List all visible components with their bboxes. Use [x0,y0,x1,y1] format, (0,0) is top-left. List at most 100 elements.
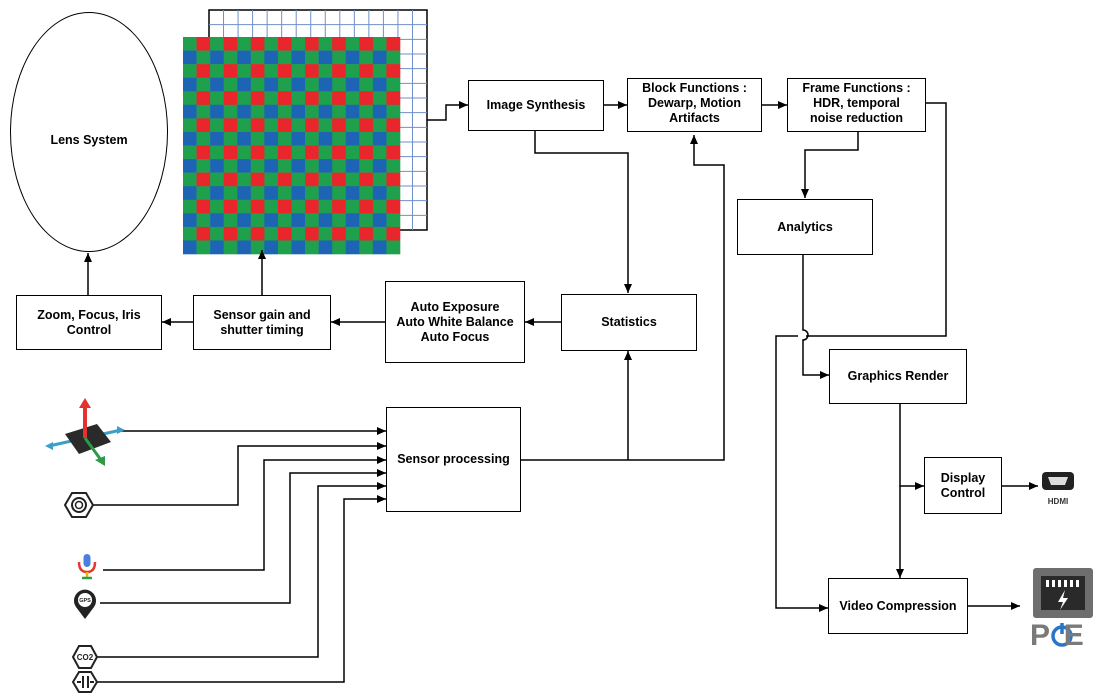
bayer-cell [223,172,238,187]
bayer-cell [332,172,347,187]
bayer-cell [332,145,347,160]
bayer-cell [386,172,401,187]
bayer-cell [305,131,319,146]
bayer-cell [196,172,211,187]
bayer-cell [250,104,265,119]
bayer-cell [277,186,292,201]
bayer-cell [386,131,401,146]
bayer-cell [318,145,333,160]
bayer-cell [291,118,306,133]
bayer-cell [196,104,211,119]
bayer-cell [277,226,292,241]
bayer-cell [223,37,238,51]
bayer-cell [264,145,279,160]
bayer-cell [359,213,374,228]
bayer-cell [210,50,224,65]
bayer-cell [332,240,347,255]
bayer-cell [372,226,387,241]
bayer-cell [277,104,292,119]
sensor-gain-node: Sensor gain and shutter timing [193,295,331,350]
ethernet-port-icon [1033,568,1093,618]
bayer-cell [386,50,401,65]
bayer-cell [183,145,197,160]
bayer-cell [372,50,387,65]
bayer-cell [264,77,279,92]
bayer-cell [223,64,238,78]
bayer-cell [332,37,347,51]
bayer-cell [305,213,319,228]
bayer-cell [291,91,306,106]
bayer-cell [359,172,374,187]
bayer-cell [359,37,374,51]
bayer-cell [332,77,347,92]
bayer-cell [359,240,374,255]
bayer-cell [332,213,347,228]
bayer-cell [277,77,292,92]
sensor-processing-node: Sensor processing [386,407,521,512]
arrow-sensor-to-synthesis [427,101,468,121]
bayer-cell [183,186,197,201]
bayer-cell [332,118,347,133]
bayer-cell [359,159,374,173]
bayer-cell [318,131,333,146]
bayer-cell [223,50,238,65]
frame-functions-node: Frame Functions : HDR, temporal noise re… [787,78,926,132]
line-processing-out [521,135,725,461]
bayer-cell [345,186,360,201]
bayer-cell [359,104,374,119]
bayer-cell [237,199,252,214]
bayer-cell [237,64,252,78]
bayer-cell [332,199,347,214]
bayer-cell [264,50,279,65]
bayer-cell [318,64,333,78]
bayer-cell [291,77,306,92]
bayer-cell [318,91,333,106]
bayer-cell [223,104,238,119]
bayer-cell [250,226,265,241]
bayer-cell [345,91,360,106]
bayer-cell [359,131,374,146]
bayer-cell [210,213,224,228]
bayer-cell [277,37,292,51]
bayer-cell [183,118,197,133]
video-compression-node: Video Compression [828,578,968,634]
bayer-cell [359,145,374,160]
bayer-cell [305,118,319,133]
bayer-cell [277,131,292,146]
bayer-cell [277,213,292,228]
bayer-cell [210,186,224,201]
bayer-cell [264,118,279,133]
bayer-cell [305,186,319,201]
bayer-cell [196,186,211,201]
bayer-cell [318,199,333,214]
input-gps [100,469,386,604]
bayer-cell [223,199,238,214]
bayer-cell [237,240,252,255]
input-mic [103,456,386,571]
bayer-cell [332,50,347,65]
bayer-cell [345,159,360,173]
bayer-cell [372,77,387,92]
bayer-cell [359,91,374,106]
image-synthesis-node: Image Synthesis [468,80,604,131]
bayer-cell [305,37,319,51]
bayer-cell [372,91,387,106]
connectors [84,101,1038,683]
bayer-cell [305,77,319,92]
bayer-cell [183,226,197,241]
bayer-cell [332,131,347,146]
auto-functions-node: Auto Exposure Auto White Balance Auto Fo… [385,281,525,363]
gps-pin-icon: GPS [74,589,96,619]
bayer-cell [210,199,224,214]
bayer-cell [386,118,401,133]
bayer-cell [237,172,252,187]
bayer-cell [359,199,374,214]
bayer-cell [196,145,211,160]
bayer-cell [237,91,252,106]
bayer-cell [196,64,211,78]
bayer-cell [372,199,387,214]
bayer-cell [386,145,401,160]
bayer-cell [237,50,252,65]
bayer-cell [345,226,360,241]
bayer-cell [291,159,306,173]
